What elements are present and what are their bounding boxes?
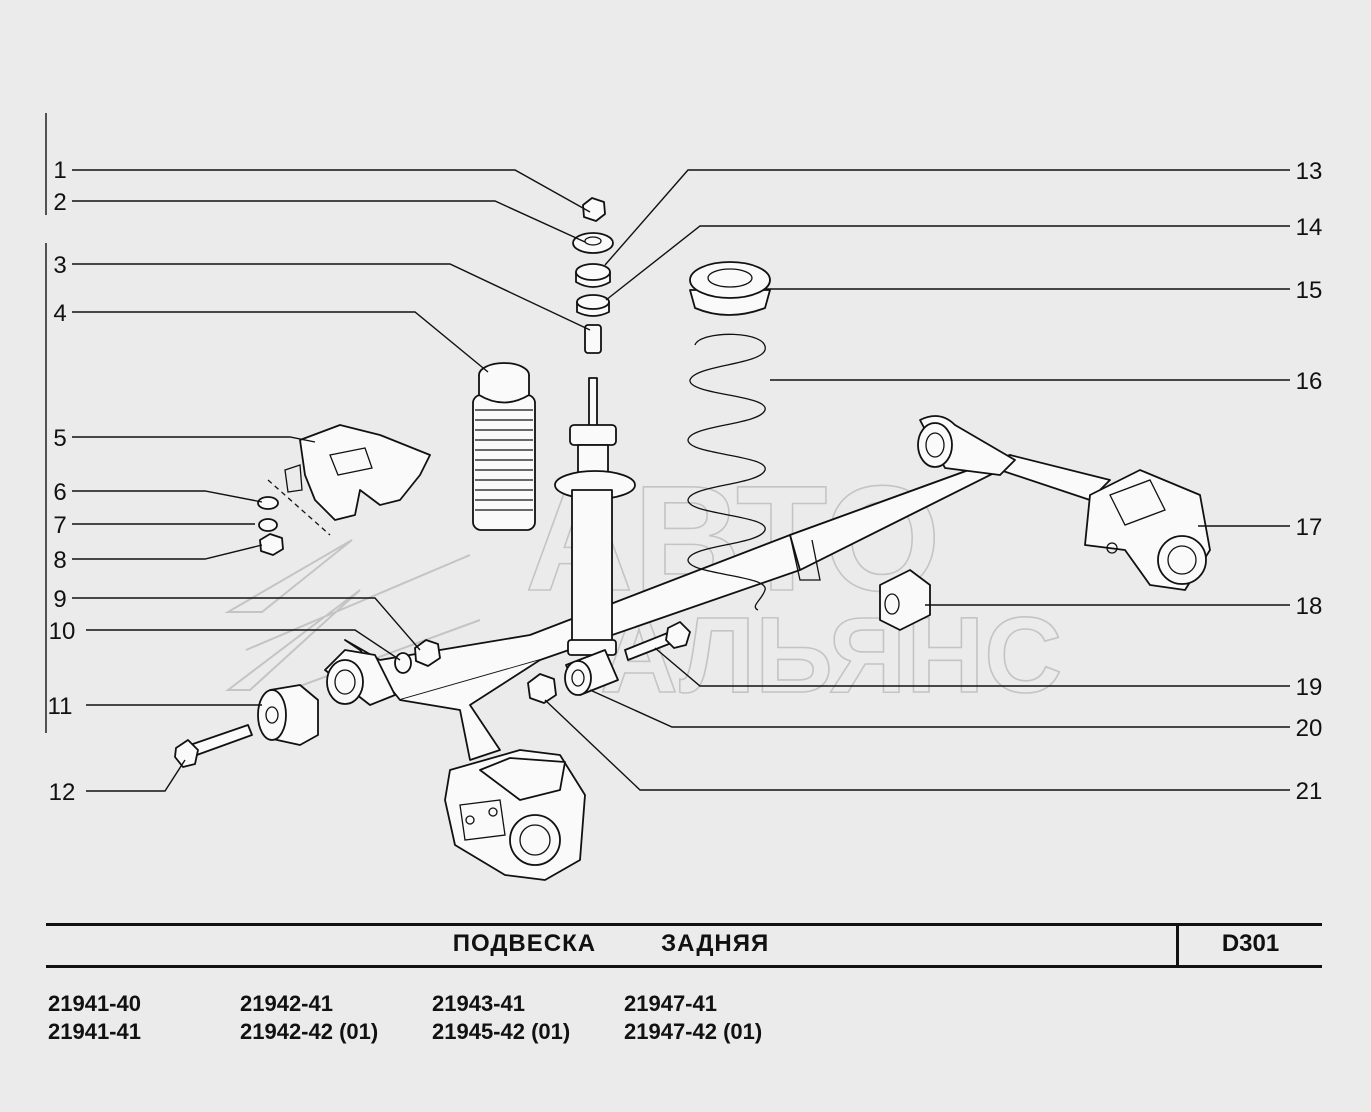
callout-1: 1 [53, 157, 66, 184]
callout-21: 21 [1296, 778, 1323, 805]
callout-4: 4 [53, 300, 66, 327]
callout-20: 20 [1296, 715, 1323, 742]
nut-1 [582, 197, 606, 222]
callout-18: 18 [1296, 593, 1323, 620]
callout-9: 9 [53, 586, 66, 613]
callout-7: 7 [53, 512, 66, 539]
callout-5: 5 [53, 425, 66, 452]
callout-16: 16 [1296, 368, 1323, 395]
coil-spring [687, 333, 766, 611]
model-code: 21941-41 [48, 1019, 141, 1044]
title-rule-top [46, 923, 1322, 926]
leader-lines [72, 169, 1290, 792]
bushing-18 [879, 569, 931, 631]
callout-2: 2 [53, 189, 66, 216]
callout-3: 3 [53, 252, 66, 279]
right-hub-bracket [1084, 469, 1211, 591]
page-title: ПОДВЕСКА ЗАДНЯЯ [452, 930, 770, 957]
model-column-2: 21942-41 21942-42 (01) [240, 990, 420, 1046]
nut-8 [259, 533, 284, 556]
title-separator [1176, 924, 1179, 966]
spring-insulator [689, 261, 771, 316]
model-code: 21942-42 (01) [240, 1019, 379, 1044]
model-column-4: 21947-41 21947-42 (01) [624, 990, 804, 1046]
model-column-3: 21943-41 21945-42 (01) [432, 990, 612, 1046]
cushion-14 [576, 294, 610, 310]
cushion-13 [575, 263, 611, 281]
callout-numbers: 1 2 3 4 5 6 7 8 9 10 11 12 13 14 15 16 1… [48, 157, 1323, 806]
callout-8: 8 [53, 547, 66, 574]
model-code: 21941-40 [48, 991, 141, 1016]
model-column-1: 21941-40 21941-41 [48, 990, 228, 1046]
model-code: 21947-42 (01) [624, 1019, 763, 1044]
dust-boot [472, 362, 536, 531]
rear-beam [344, 415, 1111, 761]
left-hub-bracket [444, 749, 586, 881]
bolt-12 [174, 724, 253, 768]
callout-12: 12 [49, 779, 76, 806]
nut-20 [527, 673, 557, 704]
model-code: 21947-41 [624, 991, 717, 1016]
model-code: 21942-41 [240, 991, 333, 1016]
nut-9 [414, 639, 441, 667]
callout-11: 11 [48, 693, 73, 720]
callout-6: 6 [53, 479, 66, 506]
title-rule-bottom [46, 965, 1322, 968]
page-code: D301 [1221, 930, 1280, 957]
callout-13: 13 [1296, 158, 1323, 185]
washer-6 [257, 496, 279, 510]
callout-15: 15 [1296, 277, 1323, 304]
shock-absorber [554, 377, 636, 696]
model-code: 21945-42 (01) [432, 1019, 571, 1044]
callout-19: 19 [1296, 674, 1323, 701]
washer-2 [572, 232, 614, 254]
front-pivot-eye [324, 649, 396, 706]
shock-top-hardware [572, 197, 614, 354]
model-code: 21943-41 [432, 991, 525, 1016]
spacer-3 [584, 324, 602, 354]
washer-7 [258, 518, 278, 532]
washer-10 [394, 652, 412, 674]
silent-block [257, 684, 319, 746]
callout-14: 14 [1296, 214, 1323, 241]
callout-17: 17 [1296, 514, 1323, 541]
callout-10: 10 [49, 618, 76, 645]
bolt-19 [624, 621, 691, 661]
body-bracket [257, 424, 431, 556]
